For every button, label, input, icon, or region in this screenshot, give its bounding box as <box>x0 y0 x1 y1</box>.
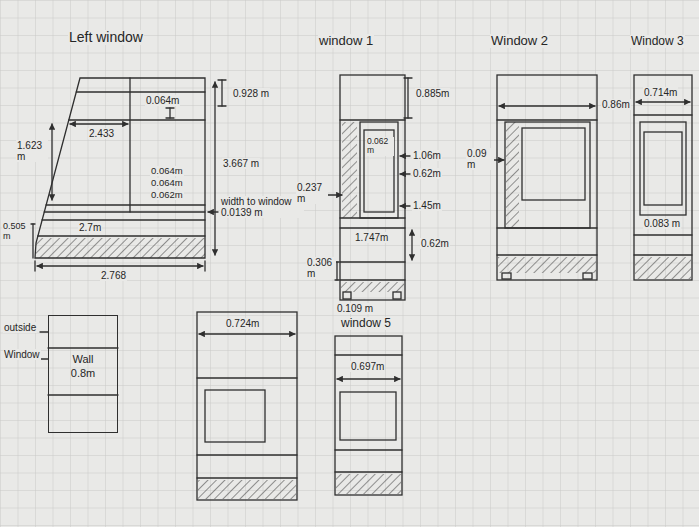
dimension-label: 0.062m <box>150 190 184 200</box>
dimension-label: 1.45m <box>412 200 442 211</box>
node-text: 0.8m <box>49 366 117 380</box>
view-title: Window 2 <box>490 34 549 48</box>
dimension-label: 0.306 m <box>306 257 336 279</box>
note-label: Window <box>3 349 41 360</box>
dimension-label: 0.083 m <box>643 218 681 229</box>
dimension-label: 0.062 m <box>366 137 394 156</box>
dimension-label: 0.109 m <box>336 303 374 314</box>
window-4-sketch <box>197 312 297 500</box>
dimension-label: 0.064m <box>150 166 184 176</box>
dimension-label: 1.747m <box>354 232 389 243</box>
dimension-label: 0.064m <box>150 178 184 188</box>
dimension-label: 1.623 m <box>16 140 48 162</box>
dimension-label: 0.928 m <box>232 88 270 99</box>
view-title: Window 3 <box>630 35 685 48</box>
window-2-sketch <box>494 75 597 280</box>
note-label: outside <box>3 322 37 333</box>
dimension-label: 0.697m <box>350 361 385 372</box>
window-1-sketch <box>328 75 412 300</box>
view-title: window 5 <box>340 317 392 330</box>
dimension-label: 0.724m <box>225 318 260 329</box>
dimension-label: 1.06m <box>412 150 442 161</box>
node-text: Wall <box>49 352 117 366</box>
left-window-sketch <box>31 78 226 271</box>
dimension-label: 0.505 m <box>2 222 30 242</box>
view-title: window 1 <box>318 34 374 48</box>
dimension-label: 0.62m <box>412 168 442 179</box>
dimension-label: 0.62m <box>420 238 450 249</box>
window-5-sketch <box>335 336 402 495</box>
dimension-label: 0.237 m <box>296 182 328 204</box>
dimension-label: 0.714m <box>643 87 678 98</box>
wall-box: Wall0.8m <box>48 315 118 433</box>
wall-section-sketch <box>40 332 118 395</box>
window-3-sketch <box>634 75 692 280</box>
dimension-label: 2.7m <box>78 222 102 233</box>
dimension-label: 3.667 m <box>222 158 260 169</box>
dimension-label: 0.885m <box>415 88 450 99</box>
dimension-label: 0.064m <box>145 95 180 106</box>
dimension-label: 0.86m <box>601 99 631 110</box>
dimension-label: 2.768 <box>100 270 127 281</box>
view-title: Left window <box>68 30 144 45</box>
dimension-label: 0.09 m <box>466 148 494 170</box>
note-label: width to window 0.0139 m <box>220 196 304 218</box>
dimension-label: 2.433 <box>88 128 115 139</box>
